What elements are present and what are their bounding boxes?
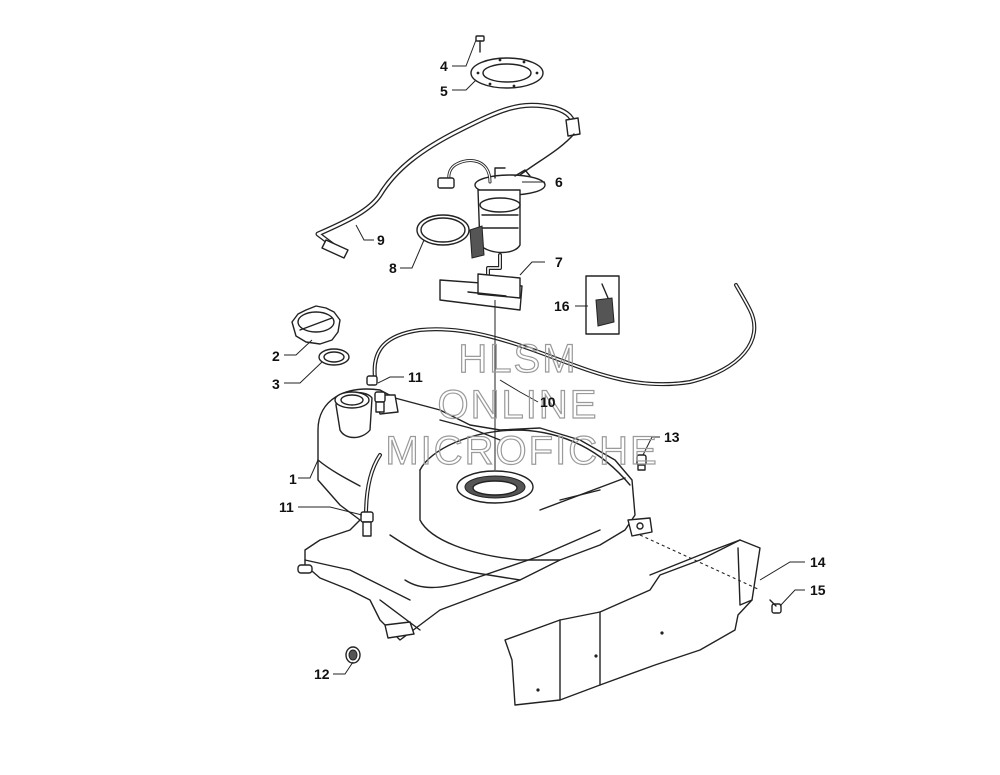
callout-6: 6: [555, 174, 563, 190]
hose-clamp-lower-part: [360, 511, 374, 537]
fuel-cap-part: [291, 305, 341, 345]
callouts: 1 2 3 4 5 6 7 8 9 10 11 11 12 13 14 15 1…: [272, 58, 826, 682]
callout-2: 2: [272, 348, 280, 364]
callout-13: 13: [664, 429, 680, 445]
callout-12: 12: [314, 666, 330, 682]
callout-1: 1: [289, 471, 297, 487]
callout-8: 8: [389, 260, 397, 276]
callout-11-lower: 11: [279, 499, 294, 515]
fuel-sender-part: [585, 275, 620, 335]
watermark-line-3: MICROFICHE: [385, 429, 658, 473]
screw-part: [475, 35, 485, 53]
o-ring-part: [318, 348, 350, 366]
callout-3: 3: [272, 376, 280, 392]
vent-hose-part: [364, 283, 757, 517]
callout-15: 15: [810, 582, 826, 598]
watermark: HLSM ONLINE MICROFICHE: [385, 336, 658, 473]
callout-16: 16: [554, 298, 570, 314]
callout-9: 9: [377, 232, 385, 248]
callout-14: 14: [810, 554, 826, 570]
heat-shield-part: [504, 539, 761, 706]
callout-7: 7: [555, 254, 563, 270]
watermark-line-1: HLSM: [458, 337, 577, 381]
watermark-line-2: ONLINE: [438, 383, 599, 427]
screw-15-part: [769, 599, 782, 614]
callout-10: 10: [540, 394, 556, 410]
gasket-part: [470, 57, 544, 89]
grommet-part: [345, 646, 361, 664]
callout-4: 4: [440, 58, 448, 74]
hose-clamp-upper-part: [366, 375, 386, 413]
pump-o-ring-part: [416, 214, 470, 246]
leader-lines: [284, 39, 805, 675]
fastener-13-part: [636, 454, 647, 471]
fuel-tank-part: [297, 388, 653, 641]
fuel-line-part: [315, 102, 581, 259]
fuel-filter-part: [439, 273, 523, 311]
callout-11-upper: 11: [408, 369, 423, 385]
callout-5: 5: [440, 83, 448, 99]
